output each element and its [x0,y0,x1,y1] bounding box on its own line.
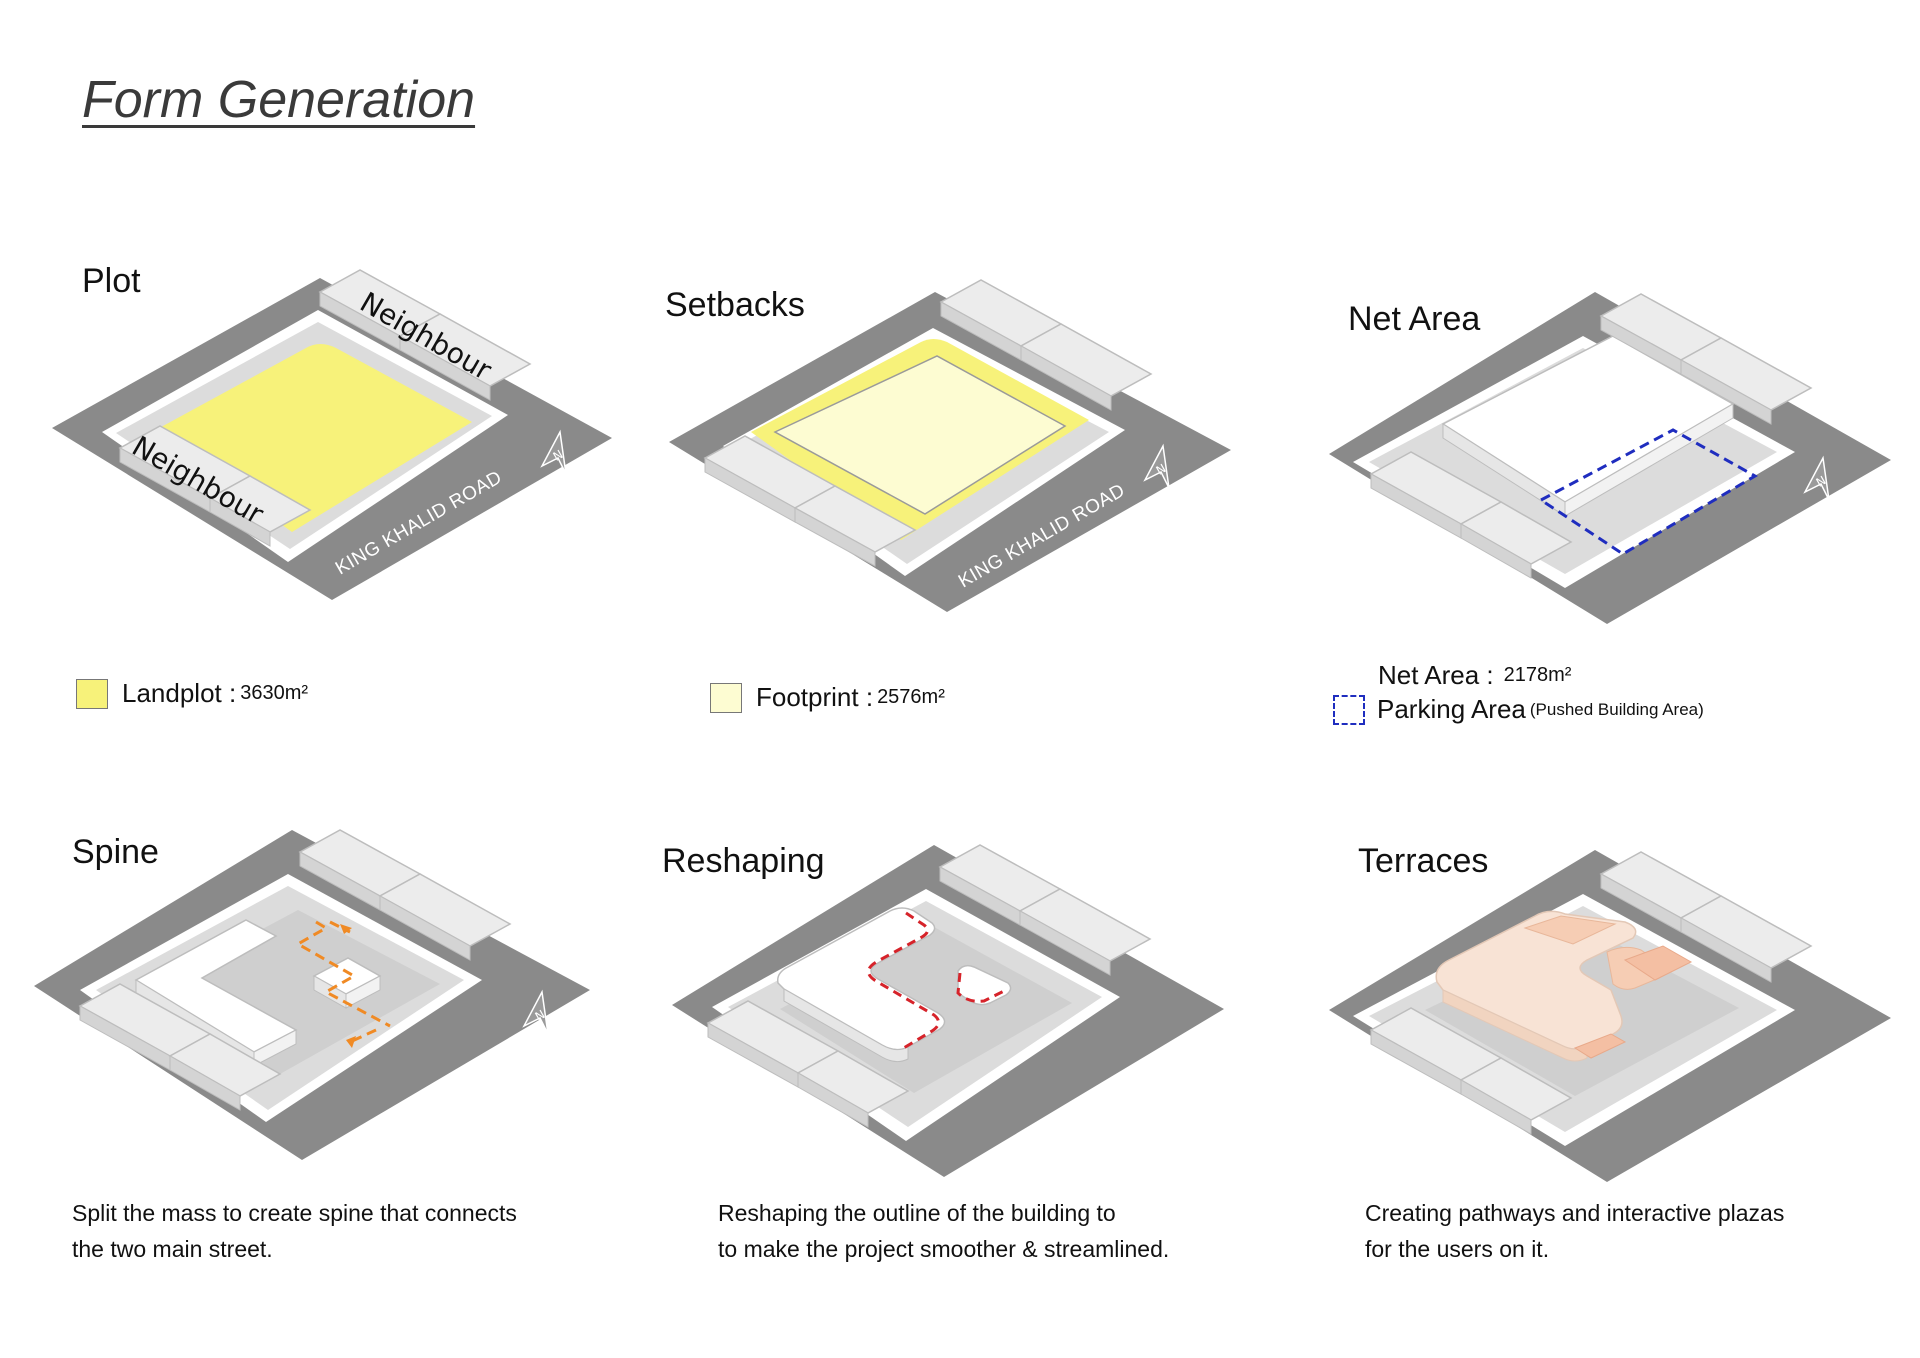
building-mass [1441,335,1735,517]
north-arrow-icon: N [1143,443,1170,489]
north-arrow-icon: N [1803,455,1830,501]
panel-title-reshaping: Reshaping [662,842,825,880]
neighbour-blocks-bottom [1369,1007,1573,1135]
setbacks-diagram: KING KHALID ROAD N [669,279,1231,612]
neighbour-blocks-top [1599,851,1813,983]
panel-title-terraces: Terraces [1358,842,1489,880]
legend-parking-area: Parking Area (Pushed Building Area) [1333,694,1704,725]
panel-title-spine: Spine [72,833,159,871]
neighbour-blocks-top [298,829,512,961]
arrow-head-icons [340,924,356,1048]
landplot-swatch [76,678,108,709]
small-mass [312,957,382,1009]
plot-diagram: Neighbour Neighbour KING KHALID ROAD N [52,269,612,600]
legend-landplot-value: 3630m² [240,682,309,704]
footprint-swatch [710,682,742,713]
neighbour-blocks-top [1599,293,1813,425]
page-title: Form Generation [82,71,476,129]
reshape-line-small [956,972,1005,1003]
legend-net-area-value: 2178m² [1503,664,1572,686]
caption-spine: Split the mass to create spine that conn… [72,1200,517,1262]
legend-footprint-label: Footprint : [756,682,874,712]
neighbour-blocks-bottom [78,983,282,1111]
legend-net-area: Net Area : 2178m² [1378,660,1571,691]
terraces-diagram [1329,850,1891,1182]
neighbour-blocks-bottom [1369,451,1573,579]
caption-terraces: Creating pathways and interactive plazas… [1365,1200,1785,1262]
terraced-mass [1435,910,1693,1062]
panel-title-setbacks: Setbacks [665,286,805,324]
north-arrow-icon: N [522,989,549,1035]
legend-parking-note: (Pushed Building Area) [1529,699,1704,719]
legend-footprint-value: 2576m² [877,686,945,708]
neighbour-blocks-bottom [703,435,917,567]
neighbour-blocks-bottom [706,1000,910,1128]
legend-landplot-label: Landplot : [122,678,237,708]
caption-reshaping: Reshaping the outline of the building to… [718,1200,1170,1262]
north-arrow-icon: N [540,429,567,475]
legend-footprint: Footprint : 2576m² [710,682,945,713]
legend-landplot: Landplot : 3630m² [76,678,308,709]
net-area-diagram: N [1329,292,1891,624]
parking-swatch [1333,694,1365,725]
panel-title-plot: Plot [82,262,141,300]
neighbour-blocks-bottom [118,425,312,547]
spine-diagram: N [34,829,590,1160]
neighbour-blocks-top [938,844,1152,976]
footprint-area [773,355,1067,515]
reshaping-diagram [672,844,1224,1177]
neighbour-blocks-top [939,279,1153,411]
legend-net-area-label: Net Area : [1378,660,1494,690]
neighbour-blocks-top [318,269,532,401]
parking-area-outline [1538,428,1759,556]
legend-parking-label: Parking Area [1377,694,1526,724]
panel-title-net-area: Net Area [1348,300,1481,338]
